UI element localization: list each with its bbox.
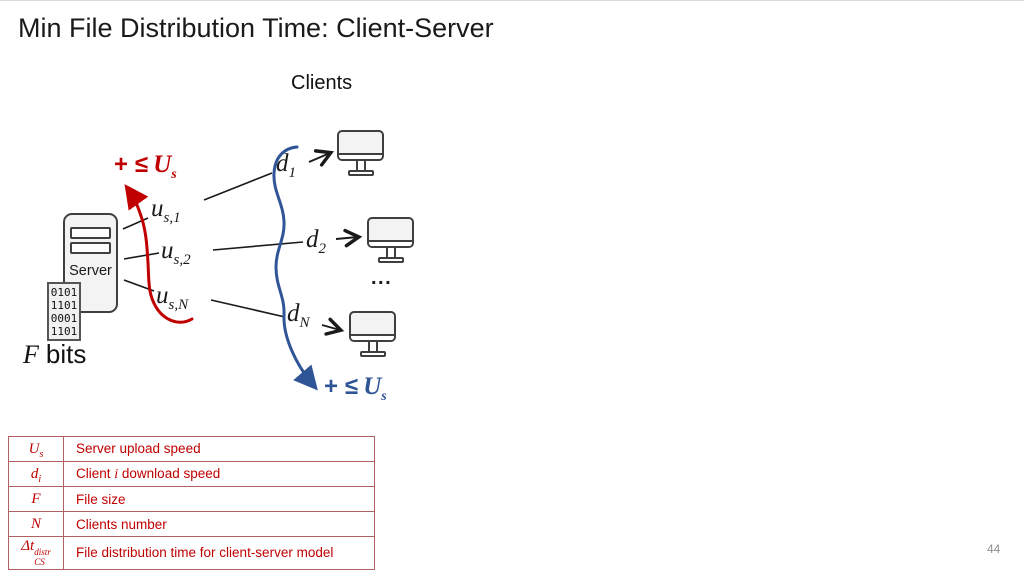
server-upload-constraint: +≤Us	[114, 151, 177, 182]
monitor-screen	[337, 130, 384, 161]
client-computer-icon	[349, 311, 396, 357]
table-row: F File size	[8, 486, 375, 512]
description-cell: Client i download speed	[63, 461, 375, 487]
monitor-screen	[349, 311, 396, 342]
server-label: Server	[69, 263, 112, 279]
table-row: di Client i download speed	[8, 461, 375, 487]
table-row: Us Server upload speed	[8, 436, 375, 462]
file-size-unit: bits	[45, 339, 87, 369]
upload-rate-label-n: us,N	[156, 282, 189, 313]
client-computer-icon	[367, 217, 414, 263]
file-bits-line: 0101	[50, 286, 78, 299]
legend-table: Us Server upload speed di Client i downl…	[8, 436, 375, 570]
page-number: 44	[987, 542, 1001, 556]
upload-rate-label-2: us,2	[161, 237, 191, 268]
monitor-base	[347, 170, 374, 176]
description-cell: File distribution time for client-server…	[63, 536, 375, 570]
file-bits-line: 1101	[50, 325, 78, 338]
monitor-bezel	[351, 334, 394, 340]
file-bits-icon: 0101 1101 0001 1101	[47, 282, 81, 341]
monitor-stand	[367, 342, 378, 351]
symbol-cell: N	[8, 511, 64, 537]
clients-heading: Clients	[291, 72, 353, 94]
monitor-base	[377, 257, 404, 263]
monitor-stand	[355, 161, 366, 170]
file-bits-line: 1101	[50, 299, 78, 312]
monitor-bezel	[369, 240, 412, 246]
description-cell: File size	[63, 486, 375, 512]
upload-rate-label-1: us,1	[151, 195, 181, 226]
download-rate-label-2: d2	[306, 226, 326, 257]
symbol-cell: F	[8, 486, 64, 512]
monitor-stand	[385, 248, 396, 257]
table-row: N Clients number	[8, 511, 375, 537]
download-rate-label-1: d1	[276, 150, 296, 181]
symbol-cell: di	[8, 461, 64, 487]
server-drive-slot-icon	[70, 242, 111, 254]
symbol-cell: Us	[8, 436, 64, 462]
clients-ellipsis: ...	[371, 267, 393, 289]
monitor-bezel	[339, 153, 382, 159]
monitor-screen	[367, 217, 414, 248]
download-rate-label-n: dN	[287, 300, 310, 331]
file-bits-line: 0001	[50, 312, 78, 325]
page-title: Min File Distribution Time: Client-Serve…	[18, 13, 494, 43]
monitor-base	[359, 351, 386, 357]
server-drive-slot-icon	[70, 227, 111, 239]
description-cell: Server upload speed	[63, 436, 375, 462]
file-size-symbol: F	[23, 340, 39, 369]
description-cell: Clients number	[63, 511, 375, 537]
client-computer-icon	[337, 130, 384, 176]
clients-download-constraint: +≤Us	[324, 373, 387, 404]
